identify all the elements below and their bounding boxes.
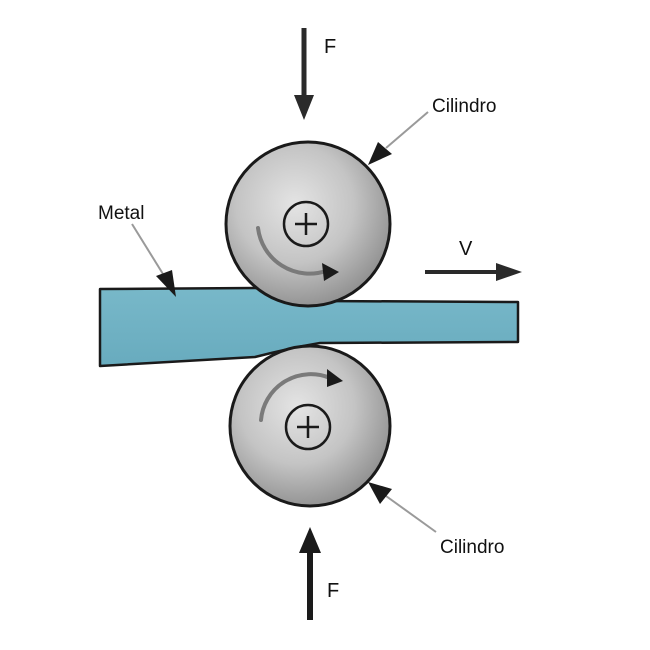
cylinder-bottom-leader-arrow: [368, 482, 437, 533]
cylinder-top-label: Cilindro: [432, 96, 496, 117]
velocity-label: V: [459, 238, 473, 260]
top-cylinder: [224, 140, 392, 308]
force-label-top: F: [324, 36, 336, 58]
bottom-cylinder: [228, 344, 392, 508]
cylinder-top-leader-arrow: [368, 111, 429, 165]
cylinder-bottom-label: Cilindro: [440, 537, 504, 558]
bottom-plus-circle-icon: [284, 403, 332, 451]
velocity-arrow: [425, 263, 522, 281]
bottom-rotation-arrow-icon: [259, 369, 343, 422]
metal-leader-arrow: [131, 223, 176, 297]
top-rotation-arrow-icon: [256, 226, 339, 281]
force-label-bottom: F: [327, 580, 339, 602]
force-arrow-bottom: [299, 527, 321, 620]
metal-label: Metal: [98, 203, 144, 224]
top-plus-circle-icon: [282, 200, 330, 248]
force-arrow-top: [294, 28, 314, 120]
